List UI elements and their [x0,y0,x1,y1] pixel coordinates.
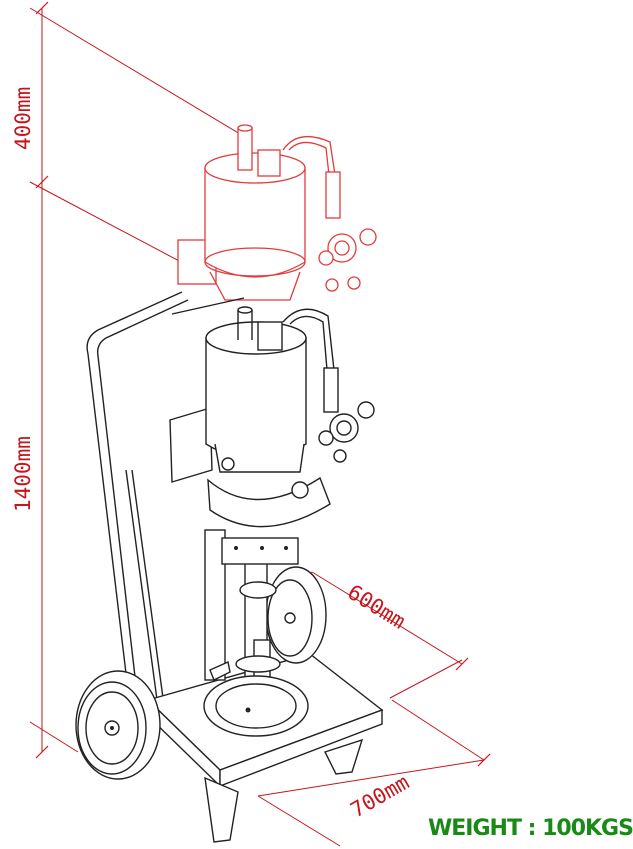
pump-raised-position-outline [177,124,377,301]
dimension-1400mm-label: 1400mm [11,436,35,512]
pump-cart-technical-drawing: 400mm 1400mm 600mm 700mm [11,1,491,847]
cart-wheel-left [75,670,161,780]
cart-handle [86,291,245,725]
dimension-600mm-label: 600mm [343,580,409,634]
dimension-400mm-label: 400mm [11,87,35,150]
dimension-tick-marks [35,1,491,767]
pump-column [203,529,309,737]
cart-wheel-right [265,566,327,664]
weight-label: WEIGHT : 100KGS [428,816,633,841]
column-bolts [110,546,288,730]
pump-motor-lowered [169,306,375,528]
dimension-700mm-label: 700mm [347,770,414,822]
